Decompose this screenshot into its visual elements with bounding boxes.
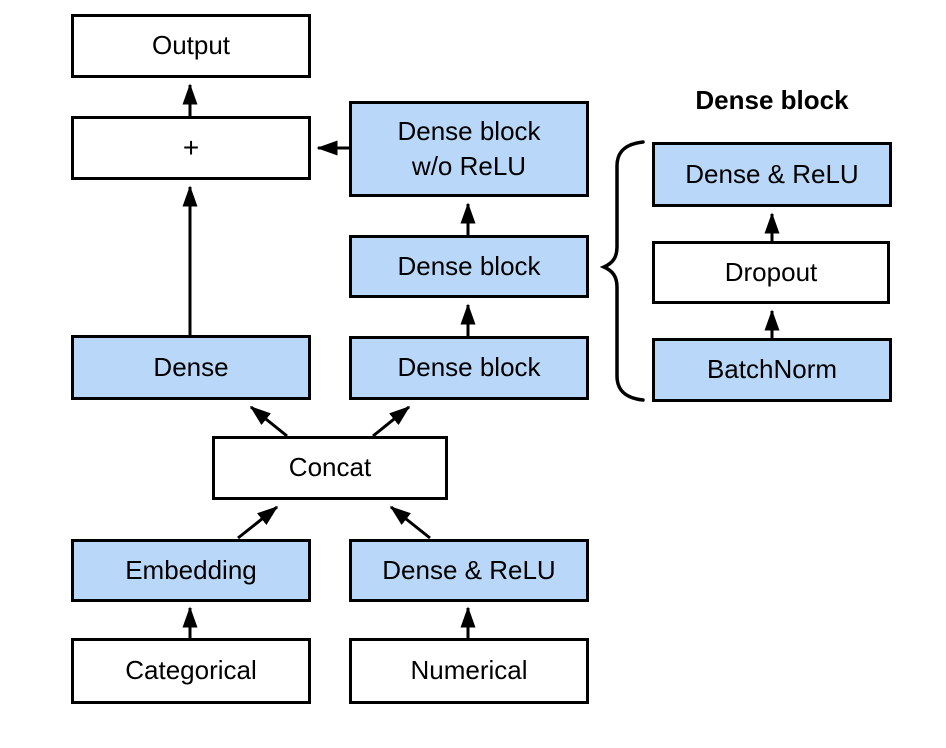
node-legend-batchnorm-label: BatchNorm bbox=[706, 354, 838, 385]
node-dense-block-wo-relu: Dense block w/o ReLU bbox=[349, 101, 589, 197]
node-categorical-label: Categorical bbox=[125, 655, 257, 686]
node-legend-dense-relu-label: Dense & ReLU bbox=[685, 158, 859, 189]
node-output: Output bbox=[71, 14, 311, 78]
node-embedding: Embedding bbox=[71, 539, 311, 602]
node-dense-block-wo-relu-line1: Dense block bbox=[397, 115, 541, 146]
node-embedding-label: Embedding bbox=[125, 554, 257, 585]
node-dense-relu-input: Dense & ReLU bbox=[349, 539, 589, 602]
left-curly-brace bbox=[599, 140, 645, 402]
node-numerical-label: Numerical bbox=[410, 655, 528, 686]
arrow-embedding-to-concat bbox=[237, 505, 279, 540]
arrow-concat-to-dense bbox=[249, 405, 288, 438]
node-legend-dense-relu: Dense & ReLU bbox=[652, 142, 892, 207]
node-concat: Concat bbox=[212, 436, 448, 500]
arrow-concat-to-dense-block-lower bbox=[372, 405, 411, 438]
node-output-label: Output bbox=[151, 30, 231, 61]
node-plus: + bbox=[71, 116, 311, 180]
node-legend-dropout-label: Dropout bbox=[724, 256, 818, 287]
arrow-dense-relu-to-concat bbox=[389, 505, 431, 540]
node-legend-batchnorm: BatchNorm bbox=[652, 338, 892, 402]
node-dense-block-upper: Dense block bbox=[349, 235, 589, 298]
node-categorical: Categorical bbox=[71, 638, 311, 704]
node-dense-block-wo-relu-line2: w/o ReLU bbox=[411, 151, 527, 181]
node-dense: Dense bbox=[71, 335, 311, 400]
node-concat-label: Concat bbox=[288, 452, 372, 483]
node-numerical: Numerical bbox=[349, 638, 589, 704]
node-dense-relu-input-label: Dense & ReLU bbox=[382, 554, 556, 585]
node-dense-block-lower-label: Dense block bbox=[397, 352, 541, 383]
node-dense-block-upper-label: Dense block bbox=[397, 250, 541, 281]
node-dense-block-lower: Dense block bbox=[349, 336, 589, 400]
node-dense-label: Dense bbox=[153, 351, 229, 382]
node-legend-dropout: Dropout bbox=[652, 241, 890, 304]
legend-title: Dense block bbox=[695, 85, 849, 115]
node-plus-label: + bbox=[182, 132, 200, 164]
